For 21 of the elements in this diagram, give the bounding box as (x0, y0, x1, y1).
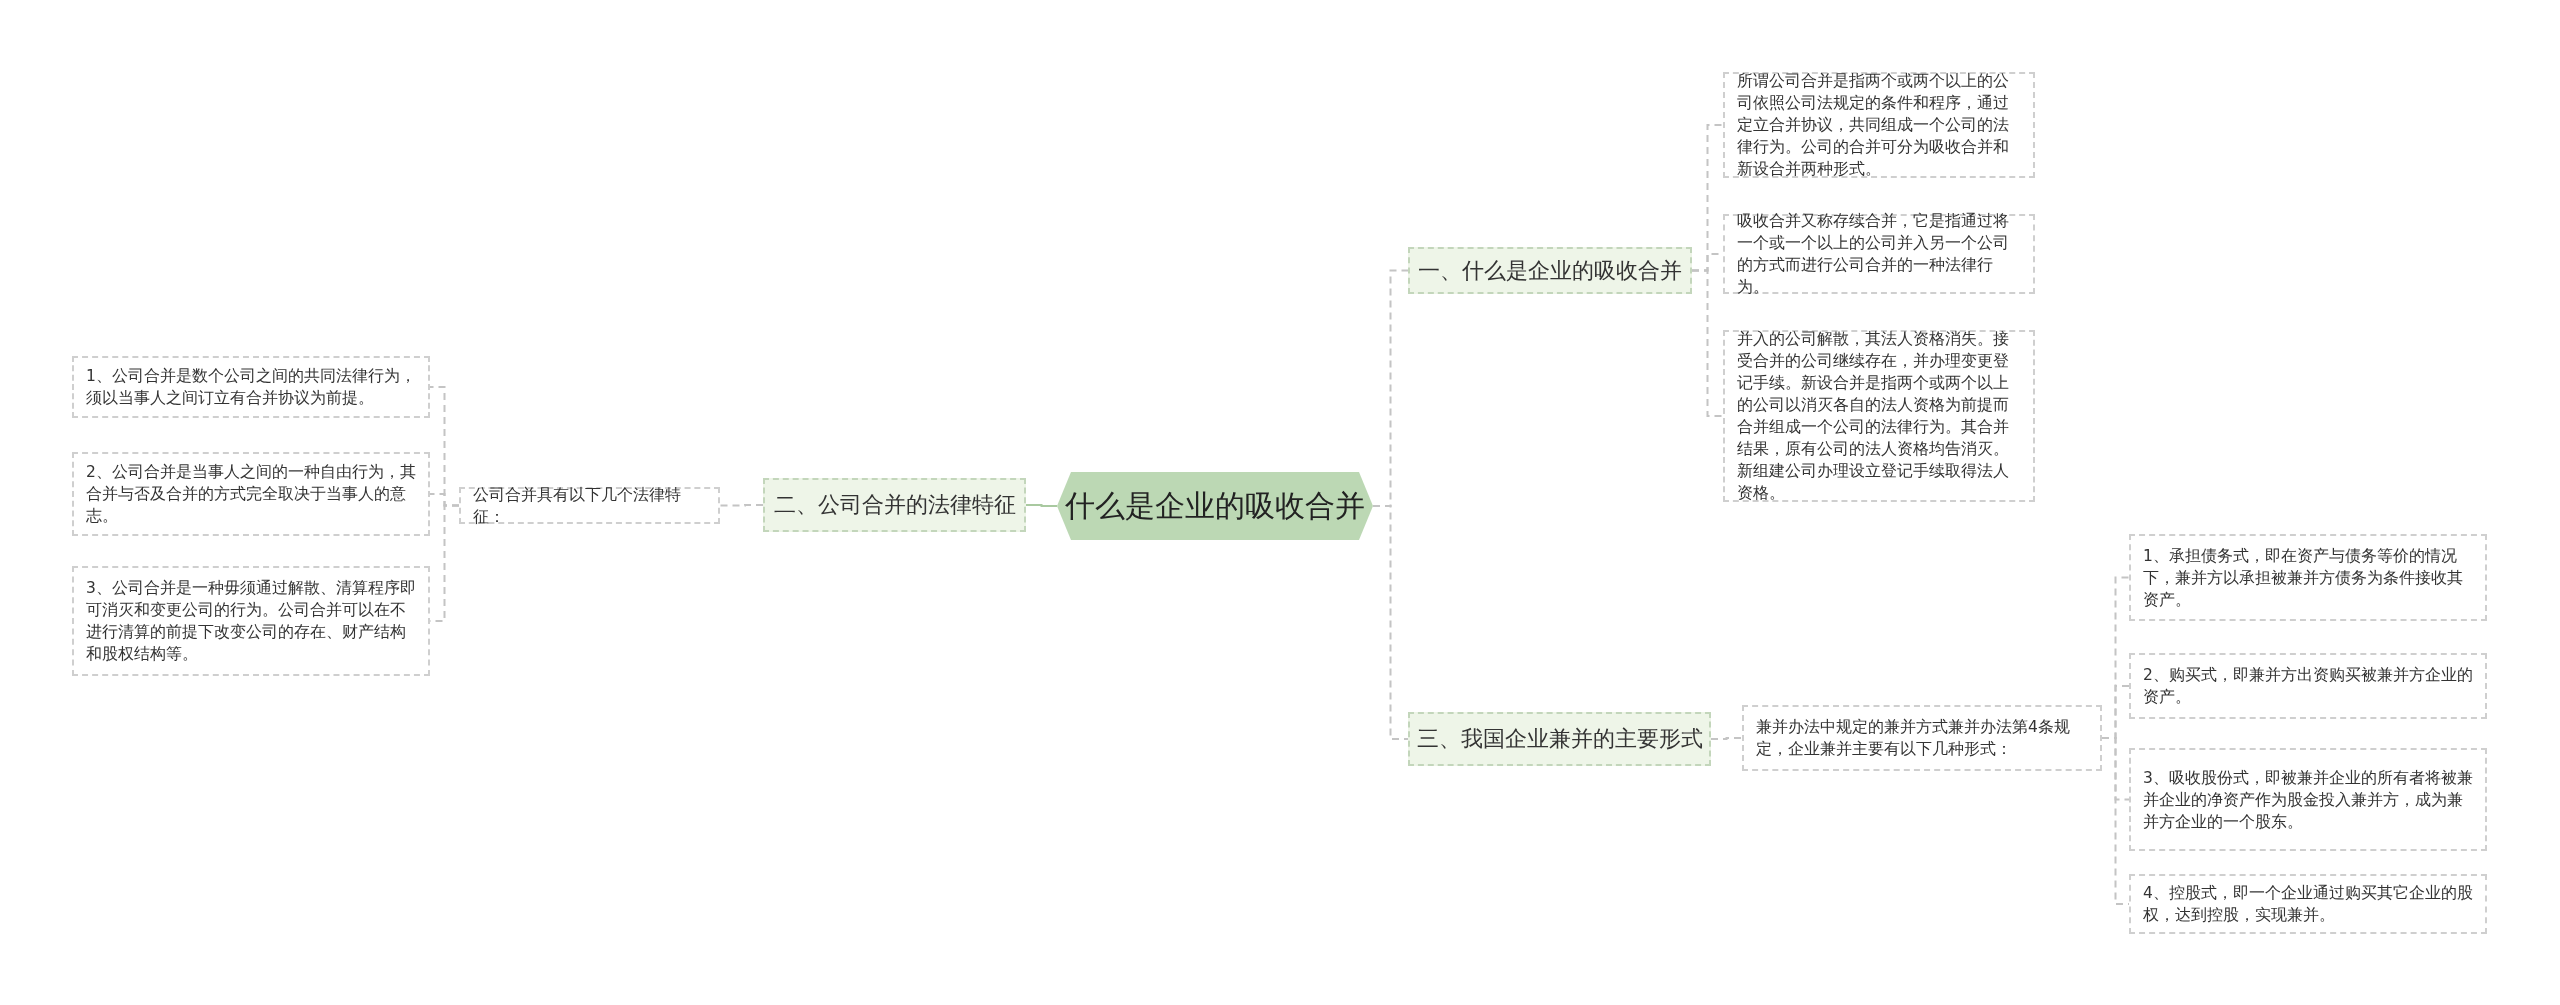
text-box: 兼并办法中规定的兼并方式兼并办法第4条规定，企业兼并主要有以下几种形式： (1742, 705, 2102, 771)
text-box: 吸收合并又称存续合并，它是指通过将一个或一个以上的公司并入另一个公司的方式而进行公司合并的一种法律行为。 (1723, 214, 2035, 294)
topic-box: 一、什么是企业的吸收合并 (1408, 247, 1692, 294)
topic-box: 二、公司合并的法律特征 (763, 478, 1026, 532)
text-box: 4、控股式，即一个企业通过购买其它企业的股权，达到控股，实现兼并。 (2129, 874, 2487, 934)
connector-line (1025, 504, 1058, 507)
connector-line (1691, 269, 1724, 417)
text-box: 1、承担债务式，即在资产与债务等价的情况下，兼并方以承担被兼并方债务为条件接收其资产。 (2129, 534, 2487, 621)
connector-line (1710, 737, 1743, 740)
text-box: 并入的公司解散，其法人资格消失。接受合并的公司继续存在，并办理变更登记手续。新设合并是指两个或两个以上的公司以消灭各自的法人资格为前提而合并组成一个公司的法律行为。其合并结果，原有公司的法人资格均告消灭。新组建公司办理设立登记手续取得法人资格。 (1723, 330, 2035, 502)
central-topic: 什么是企业的吸收合并 (1057, 472, 1373, 540)
connector-line (1372, 505, 1409, 740)
text-box: 1、公司合并是数个公司之间的共同法律行为，须以当事人之间订立有合并协议为前提。 (72, 356, 430, 418)
topic-box: 三、我国企业兼并的主要形式 (1408, 712, 1711, 766)
text-box: 公司合并具有以下几个法律特征： (459, 487, 720, 524)
text-box: 3、公司合并是一种毋须通过解散、清算程序即可消灭和变更公司的行为。公司合并可以在不进行清算的前提下改变公司的存在、财产结构和股权结构等。 (72, 566, 430, 676)
connector-line (719, 504, 764, 507)
text-box: 3、吸收股份式，即被兼并企业的所有者将被兼并企业的净资产作为股金投入兼并方，成为兼并方企业的一个股东。 (2129, 748, 2487, 851)
text-box: 2、公司合并是当事人之间的一种自由行为，其合并与否及合并的方式完全取决于当事人的意志。 (72, 452, 430, 536)
text-box: 所谓公司合并是指两个或两个以上的公司依照公司法规定的条件和程序，通过定立合并协议，共同组成一个公司的法律行为。公司的合并可分为吸收合并和新设合并两种形式。 (1723, 72, 2035, 178)
text-box: 2、购买式，即兼并方出资购买被兼并方企业的资产。 (2129, 653, 2487, 719)
